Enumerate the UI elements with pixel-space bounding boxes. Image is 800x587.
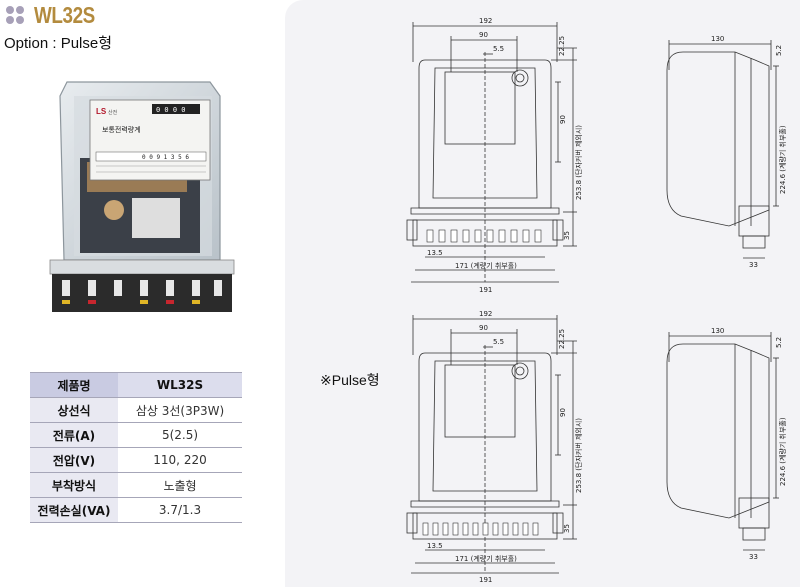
dim-side-depth: 130 — [711, 35, 724, 43]
spec-row-value: 노출형 — [118, 472, 242, 498]
spec-row: 전력손실(VA) 3.7/1.3 — [30, 497, 242, 523]
spec-row: 부착방식 노출형 — [30, 472, 242, 498]
dim-base-width: 191 — [479, 576, 492, 584]
spec-row-value: 삼상 3선(3P3W) — [118, 397, 242, 423]
dim-terminal-span: 171 (계량기 취부홀) — [455, 261, 517, 270]
spec-table: 제품명 WL32S 상선식 삼상 3선(3P3W) 전류(A) 5(2.5) 전… — [30, 372, 242, 523]
spec-table-header: 제품명 WL32S — [30, 372, 242, 398]
product-info-column: WL32S Option : Pulse형 LS 산전 0 0 0 0 보통전력… — [0, 0, 285, 587]
meter-serial: 0 0 9 1 3 5 6 — [142, 154, 189, 161]
dim-front-width: 192 — [479, 310, 492, 318]
spec-row-label: 전압(V) — [30, 447, 118, 473]
spec-row-label: 전류(A) — [30, 422, 118, 448]
dim-terminal-height: 35 — [563, 231, 571, 240]
meter-name: 보통전력량계 — [102, 125, 141, 134]
dim-side-height: 224.6 (계량기 취부홀) — [778, 417, 787, 486]
dim-side-top: 5.2 — [775, 45, 783, 56]
dim-inner-width: 90 — [479, 31, 488, 39]
meter-photo: LS 산전 0 0 0 0 보통전력량계 0 0 9 1 3 5 6 — [42, 70, 242, 320]
dim-front-width: 192 — [479, 17, 492, 25]
dim-terminal-pitch: 13.5 — [427, 542, 443, 550]
meter-brand-suffix: 산전 — [108, 109, 118, 116]
dim-inner-width: 90 — [479, 324, 488, 332]
drawings-panel — [285, 0, 800, 587]
spec-header-label: 제품명 — [30, 372, 118, 398]
product-title: WL32S — [34, 1, 95, 28]
dim-offset: 5.5 — [493, 45, 504, 53]
product-subtitle: Option : Pulse형 — [4, 35, 113, 52]
dim-top-margin: 22.25 — [558, 329, 566, 349]
meter-brand: LS — [96, 107, 107, 116]
dim-body-height: 253.8 (단자커버 제외시) — [574, 418, 583, 493]
product-title-row: WL32S — [4, 2, 108, 28]
spec-row-value: 5(2.5) — [118, 422, 242, 448]
dim-body-height: 253.8 (단자커버 제외시) — [574, 125, 583, 200]
dim-side-bottom: 33 — [749, 553, 758, 561]
side-view-drawing: 130 5.2 224.6 (계량기 취부홀) 33 — [666, 35, 787, 269]
dim-side-bottom: 33 — [749, 261, 758, 269]
dim-base-width: 191 — [479, 286, 492, 294]
dim-side-height: 224.6 (계량기 취부홀) — [778, 125, 787, 194]
spec-row: 상선식 삼상 3선(3P3W) — [30, 397, 242, 423]
dim-top-margin: 22.25 — [558, 36, 566, 56]
spec-row-label: 상선식 — [30, 397, 118, 423]
spec-row-label: 전력손실(VA) — [30, 497, 118, 523]
spec-row: 전류(A) 5(2.5) — [30, 422, 242, 448]
dim-window-height: 90 — [559, 115, 567, 124]
spec-row-value: 110, 220 — [118, 447, 242, 473]
dim-side-top: 5.2 — [775, 337, 783, 348]
bullet-dots-icon — [4, 4, 30, 26]
meter-counter: 0 0 0 0 — [156, 106, 186, 114]
dim-side-depth: 130 — [711, 327, 724, 335]
pulse-label: ※Pulse형 — [320, 372, 380, 388]
spec-row-value: 3.7/1.3 — [118, 497, 242, 523]
spec-row-label: 부착방식 — [30, 472, 118, 498]
spec-header-value: WL32S — [118, 372, 242, 398]
dim-terminal-pitch: 13.5 — [427, 249, 443, 257]
spec-row: 전압(V) 110, 220 — [30, 447, 242, 473]
pulse-side-view-drawing: 130 5.2 224.6 (계량기 취부홀) 33 — [666, 327, 787, 561]
pulse-front-view-drawing: 192 90 5.5 22.25 90 253.8 (단자커버 제외시) 35 … — [406, 310, 583, 584]
dim-offset: 5.5 — [493, 338, 504, 346]
front-view-drawing: 192 90 5.5 22.25 90 253.8 (단자커버 제외시) 35 … — [406, 17, 583, 294]
dim-window-height: 90 — [559, 408, 567, 417]
dim-terminal-span: 171 (계량기 취부홀) — [455, 554, 517, 563]
dim-terminal-height: 35 — [563, 524, 571, 533]
